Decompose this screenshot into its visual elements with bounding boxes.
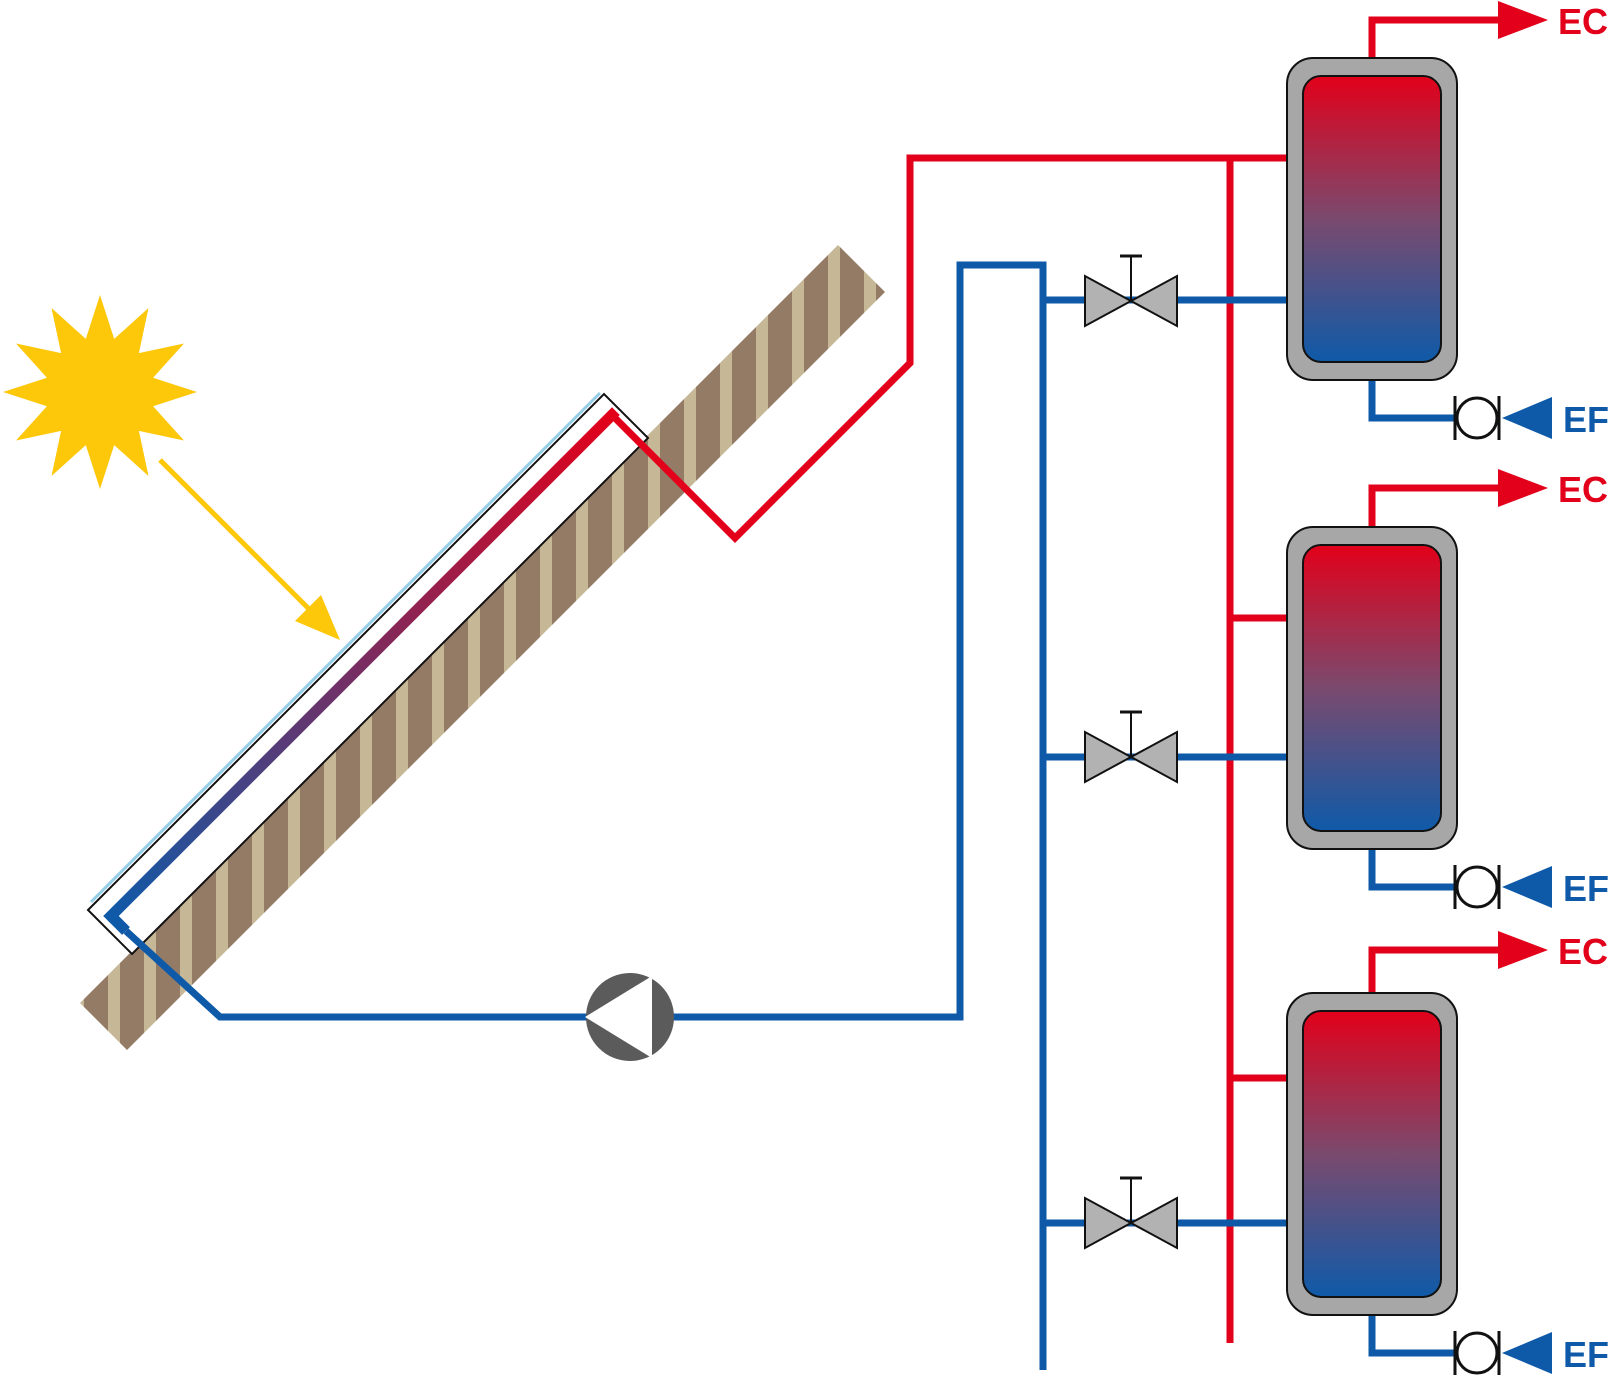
flow-meter-icon [1453, 865, 1501, 909]
tank-water [1302, 75, 1442, 363]
valve-icon [1084, 254, 1178, 328]
solar-collector [86, 391, 650, 956]
collector-cold-stub [107, 912, 130, 935]
sun-icon [3, 295, 197, 489]
ec-label: EC [1558, 1, 1608, 42]
ec-label: EC [1558, 469, 1608, 510]
ef-label: EF [1563, 1334, 1609, 1375]
circulation-pump-icon [585, 973, 674, 1061]
flow-meter-icon [1453, 1331, 1501, 1375]
sunlight-arrow [158, 458, 340, 640]
storage-tank [1286, 57, 1458, 381]
collector-frame [86, 392, 650, 956]
storage-tank [1286, 992, 1458, 1316]
ec-arrows [1498, 1, 1548, 969]
roof-slope [80, 245, 885, 1050]
tank-water [1302, 1010, 1442, 1298]
storage-tank [1286, 526, 1458, 850]
valve-icon [1084, 710, 1178, 784]
valve-icon [1084, 1176, 1178, 1250]
ec-label: EC [1558, 931, 1608, 972]
absorber-tube [103, 407, 620, 924]
ef-arrows [1502, 397, 1552, 1374]
ef-label: EF [1563, 868, 1609, 909]
flow-meter-icon [1453, 396, 1501, 440]
collector-glass [89, 391, 602, 904]
tank-water [1302, 544, 1442, 832]
ef-label: EF [1563, 399, 1609, 440]
